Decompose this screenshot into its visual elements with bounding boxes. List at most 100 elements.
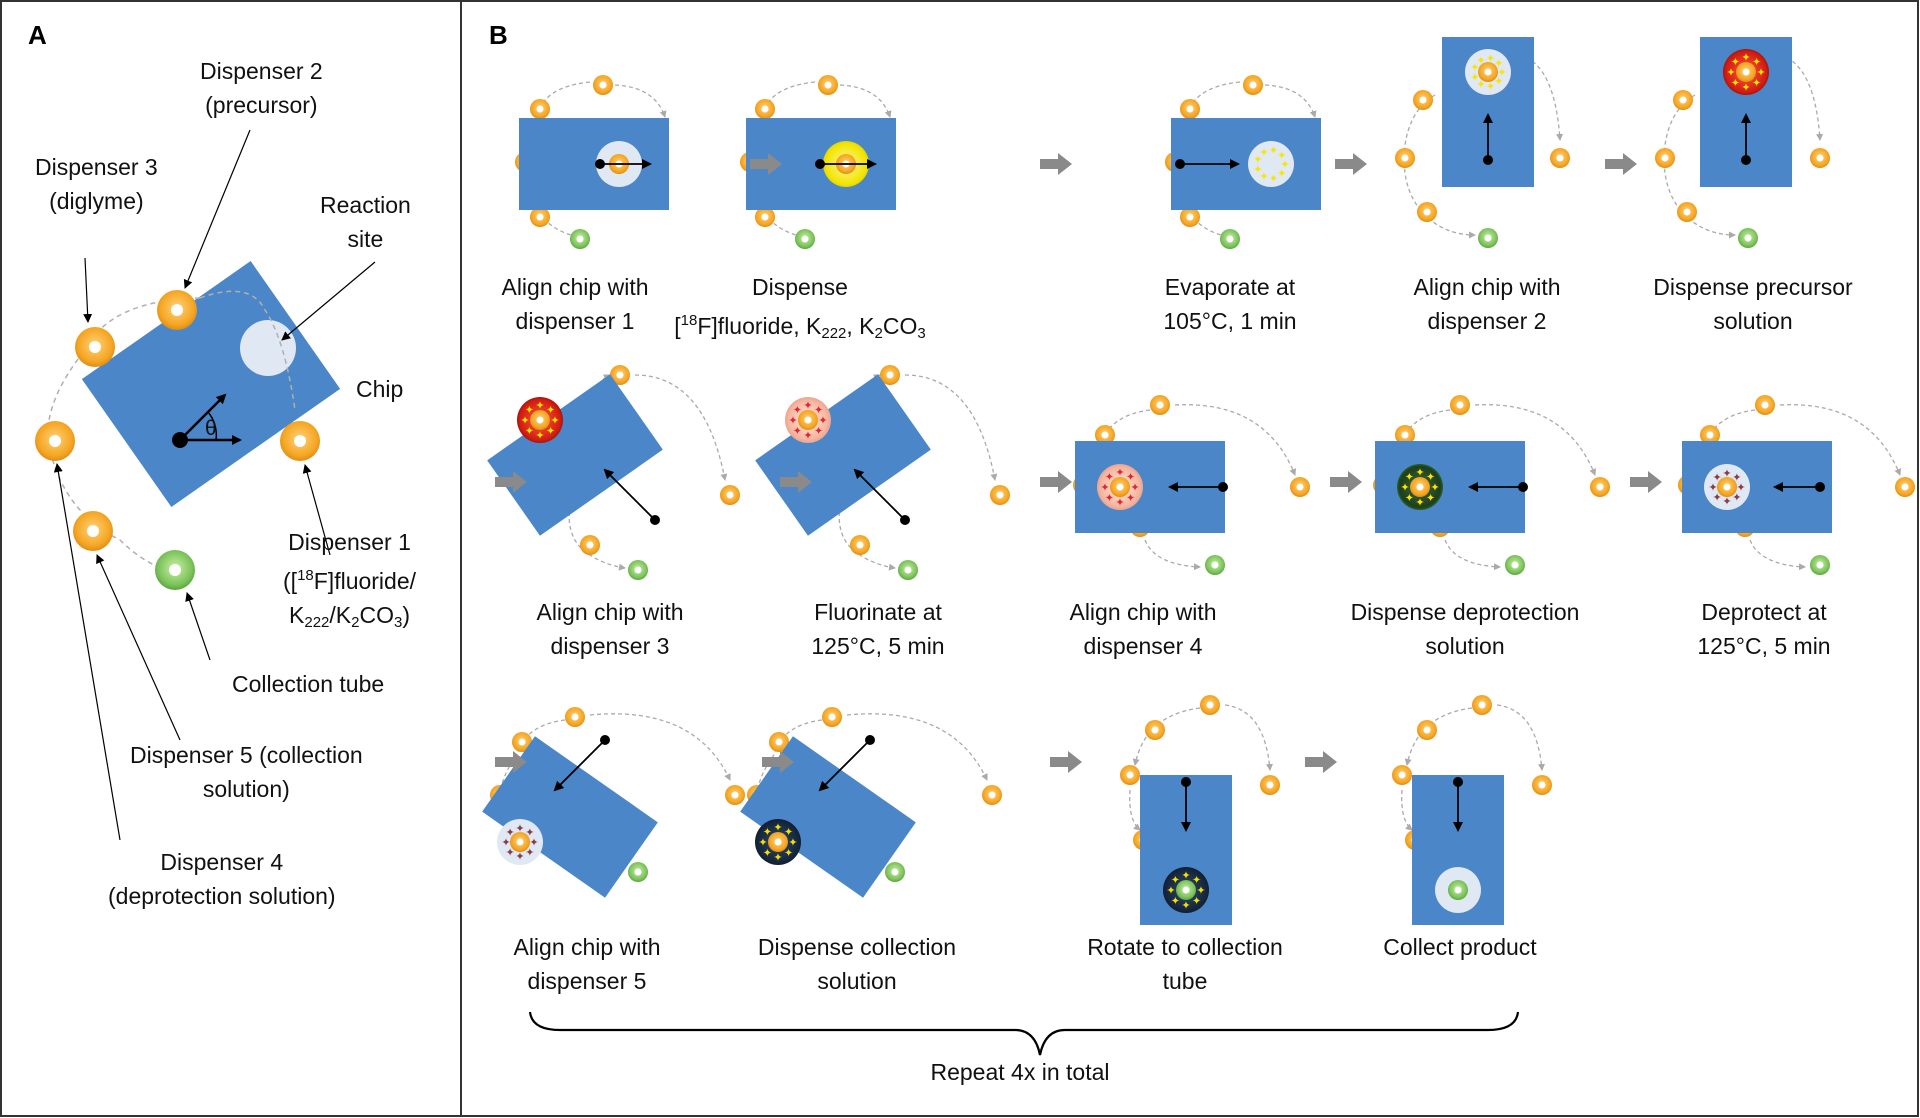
svg-text:✦: ✦	[1115, 496, 1124, 509]
dispenser-icon	[1395, 425, 1415, 445]
dispenser-1-icon	[280, 421, 320, 461]
svg-text:✦: ✦	[793, 403, 802, 416]
step-12-diagram: ✦✦✦✦✦✦✦✦	[740, 707, 1002, 898]
dispenser-icon	[1472, 695, 1492, 715]
dispenser-icon	[1700, 425, 1720, 445]
collection-tube-icon	[1176, 880, 1196, 900]
step-4-diagram: ✦✦✦✦✦✦✦✦✦	[1395, 37, 1570, 248]
svg-text:✦: ✦	[525, 425, 534, 438]
svg-text:✦: ✦	[1166, 884, 1175, 897]
theta-label: θ	[205, 417, 217, 440]
dispenser-4-icon	[35, 421, 75, 461]
pivot-dot	[172, 432, 188, 448]
svg-text:✦: ✦	[1253, 163, 1262, 176]
svg-text:✦: ✦	[546, 425, 555, 438]
flow-arrow-icon	[495, 751, 527, 773]
svg-text:✦: ✦	[535, 399, 544, 412]
svg-text:✦: ✦	[1756, 66, 1765, 79]
dispenser-icon	[1450, 395, 1470, 415]
svg-text:✦: ✦	[550, 414, 559, 427]
dispenser-icon	[850, 535, 870, 555]
svg-text:✦: ✦	[1470, 61, 1479, 74]
dispenser-icon	[1417, 720, 1437, 740]
svg-text:✦: ✦	[546, 403, 555, 416]
svg-text:✦: ✦	[515, 850, 524, 863]
svg-text:✦: ✦	[505, 846, 514, 859]
repeat-brace	[528, 1011, 1520, 1056]
dispenser-icon	[1755, 395, 1775, 415]
svg-text:✦: ✦	[1126, 492, 1135, 505]
chip-rect	[487, 374, 663, 536]
flow-arrow-icon	[495, 471, 527, 493]
svg-text:✦: ✦	[784, 847, 793, 860]
flow-arrow-icon	[1040, 153, 1072, 175]
step-11-diagram: ✦✦✦✦✦✦✦✦	[482, 707, 745, 898]
dispenser-1-label: Dispenser 1([18F]fluoride/K222/K2CO3)	[283, 529, 417, 631]
svg-text:✦: ✦	[1726, 66, 1735, 79]
collection-tube-icon	[1205, 555, 1225, 575]
collection-tube-icon	[628, 560, 648, 580]
svg-text:✦: ✦	[1752, 77, 1761, 90]
flow-arrow-icon	[1605, 153, 1637, 175]
svg-text:✦: ✦	[1426, 470, 1435, 483]
svg-text:✦: ✦	[1269, 144, 1278, 157]
dispenser-icon	[769, 732, 789, 752]
dispenser-3-label: Dispenser 3(diglyme)	[35, 154, 158, 214]
svg-text:✦: ✦	[1752, 55, 1761, 68]
collection-tube-icon	[885, 862, 905, 882]
dispenser-icon	[1150, 395, 1170, 415]
svg-text:✦: ✦	[1494, 75, 1503, 88]
flow-arrow-icon	[1050, 751, 1082, 773]
collection-tube-icon	[898, 560, 918, 580]
svg-text:✦: ✦	[1732, 471, 1741, 484]
dispenser-icon	[990, 485, 1010, 505]
svg-text:✦: ✦	[1277, 167, 1286, 180]
dispenser-icon	[880, 365, 900, 385]
dispenser-icon	[1550, 148, 1570, 168]
flow-arrow-icon	[1330, 471, 1362, 493]
dispenser-icon	[1736, 62, 1756, 82]
svg-text:✦: ✦	[773, 821, 782, 834]
svg-text:✦: ✦	[515, 822, 524, 835]
svg-text:✦: ✦	[1415, 496, 1424, 509]
svg-text:✦: ✦	[1741, 51, 1750, 64]
collection-tube-icon	[570, 229, 590, 249]
step-6-diagram: ✦✦✦✦✦✦✦✦	[487, 365, 740, 580]
step-13-diagram: ✦✦✦✦✦✦✦✦	[1120, 695, 1280, 925]
step-2-caption: Dispense[18F]fluoride, K222, K2CO3	[674, 274, 926, 342]
flow-arrow-icon	[1335, 153, 1367, 175]
reaction-site-spot	[1248, 141, 1294, 187]
svg-text:✦: ✦	[803, 429, 812, 442]
svg-text:✦: ✦	[1126, 470, 1135, 483]
svg-text:✦: ✦	[818, 414, 827, 427]
dispenser-icon	[1392, 765, 1412, 785]
dispenser-icon	[1395, 148, 1415, 168]
step-1-diagram	[515, 75, 669, 249]
dispenser-icon	[1120, 765, 1140, 785]
svg-text:✦: ✦	[1105, 470, 1114, 483]
dispenser-icon	[1590, 477, 1610, 497]
dispenser-icon	[1410, 477, 1430, 497]
collection-tube-icon	[1478, 228, 1498, 248]
svg-text:✦: ✦	[1130, 481, 1139, 494]
flow-arrow-icon	[762, 751, 794, 773]
panel-a-diagram	[35, 129, 376, 841]
dispenser-icon	[1478, 62, 1498, 82]
dispenser-icon	[1673, 90, 1693, 110]
dispenser-icon	[755, 207, 775, 227]
step-14-caption: Collect product	[1383, 934, 1537, 960]
panel-b-steps: ✦✦✦✦✦✦✦✦✦✦✦✦✦✦✦✦✦✦✦✦✦✦✦✦✦✦✦✦✦✦✦✦✦✦✦✦✦✦✦✦…	[482, 37, 1915, 925]
dispenser-icon	[530, 207, 550, 227]
svg-text:✦: ✦	[1259, 170, 1268, 183]
svg-text:✦: ✦	[1486, 80, 1495, 93]
svg-text:✦: ✦	[501, 836, 510, 849]
step-8-diagram: ✦✦✦✦✦✦✦✦	[1073, 395, 1310, 575]
